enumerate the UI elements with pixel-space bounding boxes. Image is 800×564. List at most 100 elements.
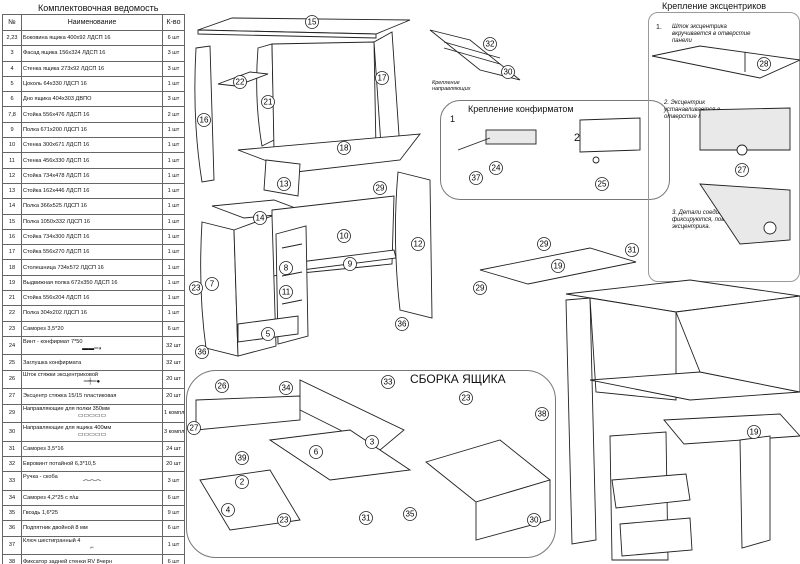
- callout-number: 2: [240, 478, 245, 487]
- callout-circle: [381, 375, 395, 389]
- rail-line: [281, 271, 303, 277]
- callout-number: 16: [200, 116, 209, 125]
- part-quantity: 3 шт: [162, 91, 185, 108]
- confirmat-step-2-number: 2: [574, 132, 581, 144]
- part-quantity: 1 шт: [162, 305, 185, 322]
- eccentric-detail: [651, 45, 800, 245]
- callout-number: 14: [256, 214, 265, 223]
- part-name: Боковина ящика 400x92 ЛДСП 16: [23, 35, 111, 42]
- part-name: Стенка 456x330 ЛДСП 16: [23, 157, 90, 164]
- callout-circle: [395, 317, 409, 331]
- part-name: Фасад ящика 156x324 ЛДСП 16: [23, 50, 106, 57]
- bottom-drawer: [619, 517, 693, 557]
- part-name: Стенка ящика 273x92 ЛДСП 16: [23, 65, 105, 72]
- part-name: Стойка 556x270 ЛДСП 16: [23, 249, 90, 256]
- part-number: 25: [2, 354, 22, 371]
- back-panel: [271, 41, 377, 151]
- callout-number: 38: [538, 410, 547, 419]
- part-name: Стойка 734x300 ЛДСП 16: [23, 234, 90, 240]
- part-quantity: 20 шт: [162, 388, 185, 405]
- part-name: Полка 304x202 ЛДСП 16: [23, 310, 87, 317]
- callout-circle: [469, 171, 483, 185]
- callout-circle: [501, 65, 515, 79]
- left-support: [200, 221, 239, 357]
- part-name: Стойка 556x204 ЛДСП 16: [23, 295, 90, 302]
- callout-number: 10: [340, 232, 349, 241]
- callout-number: 29: [476, 284, 485, 293]
- callout-number: 39: [238, 454, 247, 463]
- right-leg: [739, 435, 771, 549]
- callout-number: 3: [370, 438, 375, 447]
- callout-circle: [279, 285, 293, 299]
- callout-circle: [459, 391, 473, 405]
- callout-circle: [343, 257, 357, 271]
- eccentric-panel-1: [651, 45, 800, 79]
- part-quantity: 1 шт: [162, 182, 185, 200]
- confirmat-screw-icon: ▬▬═◗: [82, 345, 102, 352]
- rail-line: [281, 243, 303, 249]
- part-name-cell: Евровинт потайной 6,3*10,5: [21, 455, 163, 473]
- callout-number: 35: [406, 510, 415, 519]
- confirmat-panel-2: [579, 117, 641, 153]
- part-name: Евровинт потайной 6,3*10,5: [23, 460, 96, 467]
- callout-number: 37: [472, 174, 481, 183]
- callout-circle: [359, 511, 373, 525]
- callout-circle: [197, 113, 211, 127]
- part-quantity: 1 шт: [162, 137, 185, 154]
- callout-number: 31: [362, 514, 371, 523]
- part-name: Стойка 556x476 ЛДСП 16: [23, 111, 90, 118]
- part-name: Стенка 300x671 ЛДСП 16: [23, 142, 90, 149]
- callout-number: 27: [738, 166, 747, 175]
- parts-list-title: Комплектовочная ведомость: [38, 3, 159, 13]
- mid-post: [256, 43, 275, 147]
- part-name: Винт - конфирмат 7*50: [23, 338, 83, 345]
- callout-circle: [205, 277, 219, 291]
- rail-mount-note: Крепление направляющих: [432, 80, 471, 92]
- part-name: Дно ящика 404x303 ДВПО: [23, 96, 92, 103]
- callout-circle: [551, 259, 565, 273]
- callout-number: 23: [462, 394, 471, 403]
- assembled-furniture: [565, 279, 800, 561]
- callout-number: 26: [218, 382, 227, 391]
- callout-circle: [189, 281, 203, 295]
- callout-circle: [305, 15, 319, 29]
- part-name: Полка 1050x332 ЛДСП 16: [23, 218, 90, 225]
- callout-circle: [747, 425, 761, 439]
- part-name: Эксцентр стяжка 15/15 пластиковая: [23, 393, 117, 400]
- desktop-assembled: [589, 371, 800, 401]
- callout-circle: [277, 177, 291, 191]
- callout-circle: [483, 37, 497, 51]
- confirmat-step-1-number: 1: [450, 114, 456, 124]
- rail-line: [281, 299, 303, 305]
- drawer-wall: [275, 225, 309, 345]
- eccentric-step-3: 3. Детали соединяются и фиксируются, пов…: [672, 210, 747, 230]
- callout-number: 11: [282, 288, 291, 297]
- callout-number: 7: [210, 280, 215, 289]
- callout-number: 31: [628, 246, 637, 255]
- callout-number: 21: [264, 98, 273, 107]
- rail-mount-detail: [429, 29, 521, 81]
- upper-back: [589, 297, 677, 401]
- callout-circle: [527, 513, 541, 527]
- part-name: Полка 671x200 ЛДСП 16: [23, 126, 87, 133]
- eccentric-cam-fixed: [763, 221, 777, 235]
- callout-circle: [595, 177, 609, 191]
- part-name: Ключ шестигранный 4: [23, 538, 81, 545]
- callout-number: 19: [750, 428, 759, 437]
- callout-number: 24: [492, 164, 501, 173]
- callout-number: 13: [280, 180, 289, 189]
- part-name: Саморез 4,2*25 с п/ш: [23, 494, 79, 501]
- eccentric-panel-3: [699, 183, 791, 245]
- eccentric-section-title: Крепление эксцентриков: [662, 1, 767, 11]
- drawer-bottom: [268, 429, 412, 481]
- callout-number: 9: [348, 260, 353, 269]
- part-name: Саморез 3,5*16: [23, 445, 64, 452]
- part-name: Цоколь 64x330 ЛДСП 16: [23, 81, 87, 88]
- keyboard-shelf: [663, 413, 800, 445]
